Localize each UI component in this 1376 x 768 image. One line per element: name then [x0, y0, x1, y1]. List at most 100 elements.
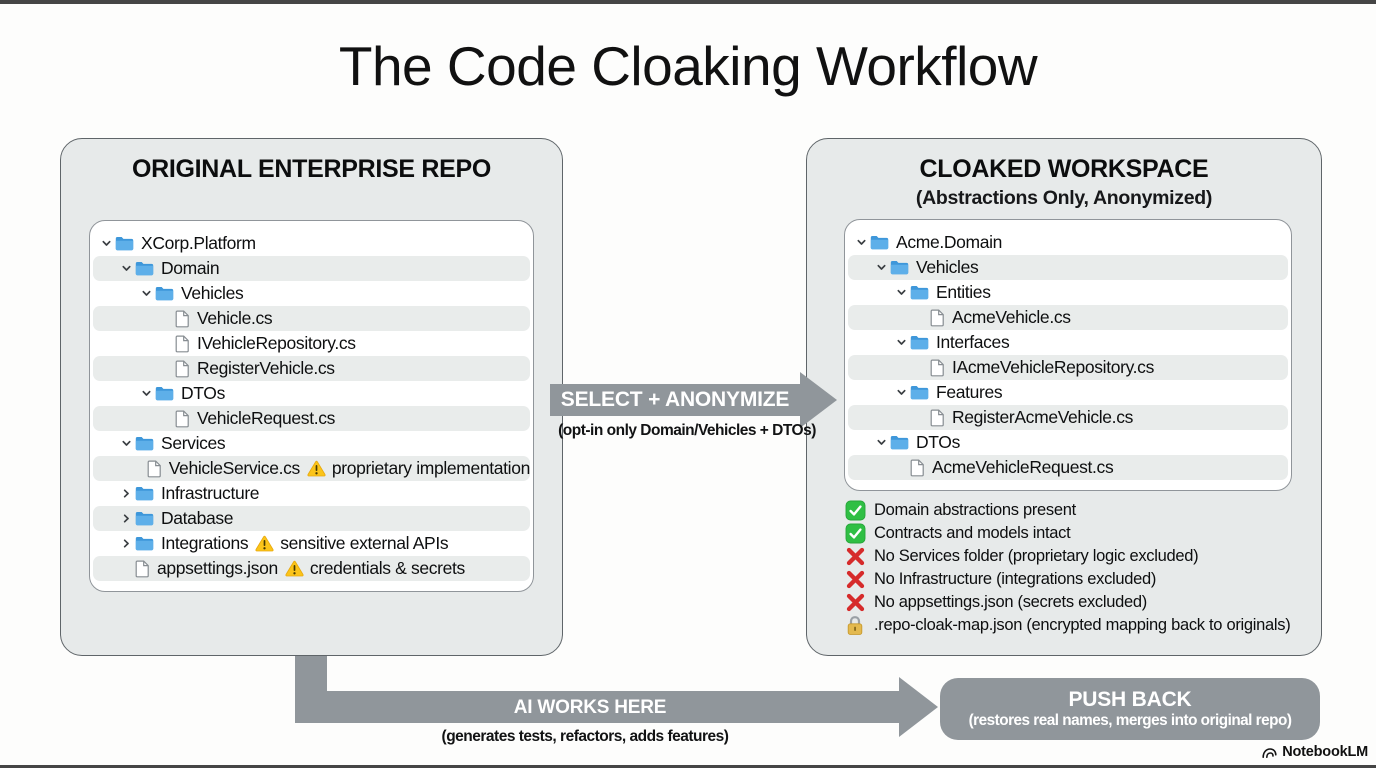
push-back-note: (restores real names, merges into origin…: [968, 711, 1292, 729]
file-icon: [175, 310, 190, 328]
cross-icon: [844, 592, 866, 613]
notebooklm-text: NotebookLM: [1282, 744, 1368, 760]
chevron-down-icon: [854, 237, 868, 248]
file-name: VehicleService.cs: [168, 458, 301, 478]
original-repo-title: ORIGINAL ENTERPRISE REPO: [131, 155, 492, 183]
file-icon: [930, 409, 945, 427]
folder-name: Database: [161, 508, 234, 528]
file-icon: [175, 410, 190, 428]
chevron-down-icon: [99, 238, 113, 249]
chevron-down-icon: [874, 437, 888, 448]
checklist-text: No Infrastructure (integrations excluded…: [874, 570, 1157, 588]
tree-row: Vehicles: [848, 255, 1288, 280]
folder-icon: [870, 235, 889, 250]
folder-name: Features: [936, 382, 1003, 402]
file-icon: [175, 360, 190, 378]
select-anonymize-arrowhead: [800, 372, 837, 428]
checklist-item: No appsettings.json (secrets excluded): [844, 591, 1304, 614]
file-name: VehicleRequest.cs: [197, 408, 336, 428]
folder-icon: [890, 260, 909, 275]
warning-note: proprietary implementation: [331, 458, 530, 478]
folder-icon: [135, 536, 154, 551]
folder-icon: [910, 285, 929, 300]
tree-row: Acme.Domain: [848, 230, 1288, 255]
folder-icon: [135, 261, 154, 276]
checklist-item: No Services folder (proprietary logic ex…: [844, 545, 1304, 568]
checklist-text: .repo-cloak-map.json (encrypted mapping …: [874, 616, 1291, 634]
folder-name: Domain: [161, 258, 220, 278]
chevron-right-icon: [119, 488, 133, 499]
page-title: The Code Cloaking Workflow: [338, 35, 1038, 97]
file-name: AcmeVehicleRequest.cs: [932, 457, 1114, 477]
checklist-text: Domain abstractions present: [874, 501, 1076, 519]
ai-flow-arrowhead: [899, 677, 938, 737]
select-anonymize-label: SELECT + ANONYMIZE: [560, 388, 790, 411]
cross-icon: [844, 569, 866, 590]
folder-name: Services: [161, 433, 226, 453]
folder-name: Infrastructure: [161, 483, 260, 503]
notebooklm-logo-icon: [1261, 745, 1278, 759]
ai-works-here-note: (generates tests, refactors, adds featur…: [441, 728, 729, 745]
chevron-down-icon: [139, 388, 153, 399]
warning-icon: [255, 535, 274, 552]
folder-name: Vehicles: [181, 283, 244, 303]
cloaked-workspace-panel: CLOAKED WORKSPACE (Abstractions Only, An…: [806, 138, 1322, 656]
checklist-text: No Services folder (proprietary logic ex…: [874, 547, 1199, 565]
tree-row: Services: [93, 431, 530, 456]
folder-icon: [155, 286, 174, 301]
chevron-down-icon: [894, 337, 908, 348]
cloaked-workspace-title: CLOAKED WORKSPACE: [919, 155, 1209, 183]
checklist-item: .repo-cloak-map.json (encrypted mapping …: [844, 614, 1304, 637]
lock-icon: [844, 615, 866, 636]
folder-name: DTOs: [916, 432, 960, 452]
push-back-box: PUSH BACK (restores real names, merges i…: [940, 678, 1320, 740]
tree-row: Database: [93, 506, 530, 531]
file-name: AcmeVehicle.cs: [952, 307, 1071, 327]
tree-row: VehicleService.cs proprietary implementat…: [93, 456, 530, 481]
chevron-down-icon: [874, 262, 888, 273]
folder-icon: [135, 486, 154, 501]
folder-name: DTOs: [181, 383, 225, 403]
folder-icon: [135, 436, 154, 451]
tree-row: AcmeVehicleRequest.cs: [848, 455, 1288, 480]
folder-name: XCorp.Platform: [141, 233, 256, 253]
tree-row: Features: [848, 380, 1288, 405]
folder-name: Vehicles: [916, 257, 979, 277]
file-icon: [910, 459, 925, 477]
checklist-text: No appsettings.json (secrets excluded): [874, 593, 1147, 611]
folder-name: Entities: [936, 282, 991, 302]
warning-note: credentials & secrets: [309, 558, 465, 578]
folder-icon: [155, 386, 174, 401]
tree-row: Vehicle.cs: [93, 306, 530, 331]
tree-row: AcmeVehicle.cs: [848, 305, 1288, 330]
check-icon: [844, 500, 866, 521]
file-icon: [175, 335, 190, 353]
file-icon: [930, 359, 945, 377]
folder-name: Interfaces: [936, 332, 1010, 352]
file-name: RegisterAcmeVehicle.cs: [952, 407, 1133, 427]
select-anonymize-note: (opt-in only Domain/Vehicles + DTOs): [558, 422, 816, 439]
tree-row: Domain: [93, 256, 530, 281]
select-anonymize-arrow: SELECT + ANONYMIZE: [550, 384, 800, 416]
chevron-down-icon: [119, 438, 133, 449]
folder-icon: [115, 236, 134, 251]
ai-works-here-label: AI WORKS HERE: [513, 697, 667, 718]
warning-note: sensitive external APIs: [280, 533, 449, 553]
folder-name: Acme.Domain: [896, 232, 1003, 252]
top-edge-strip: [0, 0, 1376, 4]
file-name: Vehicle.cs: [197, 308, 273, 328]
warning-icon: [307, 460, 326, 477]
tree-row: IAcmeVehicleRepository.cs: [848, 355, 1288, 380]
file-name: IAcmeVehicleRepository.cs: [952, 357, 1154, 377]
check-icon: [844, 523, 866, 544]
notebooklm-watermark: NotebookLM: [1261, 744, 1368, 760]
folder-icon: [910, 335, 929, 350]
checklist-item: No Infrastructure (integrations excluded…: [844, 568, 1304, 591]
cross-icon: [844, 546, 866, 567]
chevron-down-icon: [139, 288, 153, 299]
